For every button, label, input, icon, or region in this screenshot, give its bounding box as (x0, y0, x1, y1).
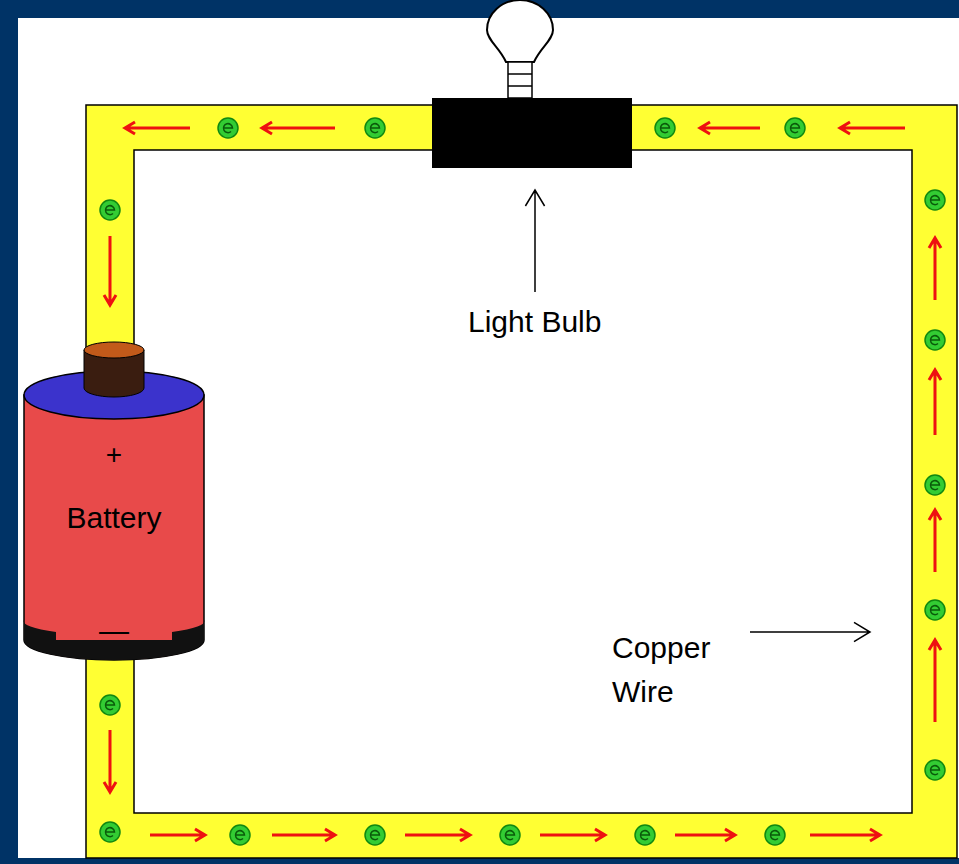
electron-sign (371, 124, 380, 133)
bulb-glass (487, 0, 553, 62)
electron (765, 825, 785, 845)
bulb-socket (432, 98, 632, 168)
electron-sign (771, 831, 780, 840)
leader-line (525, 190, 544, 292)
electron-dot (925, 190, 945, 210)
bulb-label: Light Bulb (468, 300, 601, 344)
copper-wire (86, 105, 957, 858)
flow-arrow (104, 730, 116, 792)
flow-arrow (700, 122, 760, 134)
electron-sign (931, 766, 940, 775)
leader-lines (525, 190, 870, 642)
electron-sign (641, 831, 650, 840)
terminal-sign: — (22, 616, 206, 646)
flow-arrow (125, 122, 190, 134)
electron-sign (931, 196, 940, 205)
electron-dot (925, 600, 945, 620)
electron-sign (661, 124, 670, 133)
electron (925, 475, 945, 495)
battery-label: Battery (22, 500, 206, 536)
electron-sign (106, 206, 115, 215)
electron-sign (224, 124, 233, 133)
electron (365, 825, 385, 845)
flow-arrow (840, 122, 905, 134)
electron-flow (100, 118, 945, 845)
electron-dot (100, 822, 120, 842)
electron (100, 822, 120, 842)
electron-dot (925, 475, 945, 495)
electron (925, 760, 945, 780)
electron-sign (931, 336, 940, 345)
battery: + Battery — (22, 340, 206, 662)
electron (925, 600, 945, 620)
flow-arrow (272, 829, 335, 841)
electron-sign (931, 481, 940, 490)
electron (500, 825, 520, 845)
terminal-sign: + (22, 440, 206, 470)
flow-arrow (675, 829, 735, 841)
electron-dot (785, 118, 805, 138)
electron (100, 200, 120, 220)
wire-label: Copper Wire (612, 626, 752, 714)
electron-dot (100, 695, 120, 715)
electron (635, 825, 655, 845)
flow-arrow (929, 370, 941, 435)
electron (785, 118, 805, 138)
flow-arrow (150, 829, 205, 841)
flow-arrow (929, 640, 941, 722)
leader-line (750, 622, 870, 641)
electron (100, 695, 120, 715)
electron (925, 190, 945, 210)
flow-arrow (262, 122, 335, 134)
electron-sign (931, 606, 940, 615)
electron-dot (635, 825, 655, 845)
electron-dot (365, 825, 385, 845)
flow-arrow (929, 510, 941, 572)
electron-sign (236, 831, 245, 840)
flow-arrow (104, 236, 116, 305)
electron (365, 118, 385, 138)
electron-dot (655, 118, 675, 138)
bulb-thread (508, 85, 532, 87)
battery-terminal-top (84, 342, 144, 358)
flow-arrow (405, 829, 470, 841)
electron-sign (791, 124, 800, 133)
electron-dot (230, 825, 250, 845)
electron (655, 118, 675, 138)
electron-dot (925, 330, 945, 350)
electron (218, 118, 238, 138)
electron-sign (106, 828, 115, 837)
electron-dot (765, 825, 785, 845)
electron-dot (365, 118, 385, 138)
electron-dot (100, 200, 120, 220)
flow-arrow (929, 238, 941, 300)
bulb-thread (508, 73, 532, 75)
electron (230, 825, 250, 845)
electron-sign (371, 831, 380, 840)
electron-dot (925, 760, 945, 780)
flow-arrow (540, 829, 605, 841)
electron-dot (500, 825, 520, 845)
electron (925, 330, 945, 350)
electron-sign (106, 701, 115, 710)
electron-sign (506, 831, 515, 840)
bulb-base (508, 62, 532, 98)
electron-dot (218, 118, 238, 138)
flow-arrow (810, 829, 880, 841)
white-panel (18, 18, 959, 858)
